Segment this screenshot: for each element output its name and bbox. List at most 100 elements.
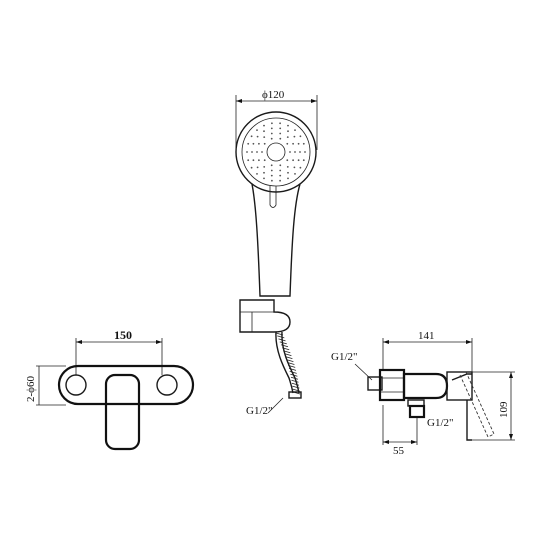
valve-nut: [378, 368, 406, 402]
nozzle-dot: [297, 159, 300, 162]
nozzle-dot: [263, 124, 265, 127]
wall-bracket: [239, 299, 291, 333]
hose-ring: [290, 373, 298, 377]
nozzle-dot: [286, 136, 289, 139]
nozzle-dot: [263, 130, 265, 133]
nozzle-dot: [271, 122, 273, 125]
hose-ring: [286, 359, 294, 362]
hose-ring: [291, 379, 299, 383]
hose-ring: [285, 356, 293, 359]
nozzle-dot: [279, 132, 282, 135]
nozzle-dot: [270, 169, 273, 172]
nozzle-dot: [302, 142, 305, 145]
showerhead-outer: [235, 111, 317, 193]
holes-label: 2-ϕ60: [25, 376, 37, 402]
nozzle-dot: [286, 142, 289, 145]
nozzle-dot: [294, 173, 296, 175]
nozzle-dot: [256, 129, 258, 132]
mixer-front-view: 150 2-ϕ60: [25, 328, 195, 451]
hose-ring: [278, 338, 286, 342]
nozzle-pattern: [246, 122, 306, 182]
hose-thread-label: G1/2": [246, 405, 273, 417]
right-escutcheon: [156, 374, 178, 396]
valve-body: [402, 372, 449, 400]
arrow-bottom: [509, 434, 513, 440]
nozzle-dot: [263, 142, 266, 145]
nozzle-dot: [263, 166, 266, 168]
nozzle-dot: [256, 173, 258, 175]
nozzle-dot: [292, 159, 294, 162]
nozzle-dot: [258, 159, 260, 162]
hose-ring: [277, 335, 285, 339]
nozzle-dot: [270, 132, 273, 135]
hose-ring: [282, 347, 290, 351]
nozzle-dot: [270, 137, 273, 140]
arrow-right: [466, 340, 472, 344]
nozzle-dot: [263, 136, 266, 139]
shower-hose: [275, 331, 294, 394]
hose-ring: [288, 368, 297, 371]
nozzle-dot: [287, 124, 289, 127]
hose-ring: [288, 365, 296, 368]
nozzle-dot: [293, 135, 296, 138]
nozzle-dot: [279, 179, 281, 182]
hose-ring: [287, 362, 295, 365]
nozzle-dot: [270, 164, 273, 167]
arrow-left: [236, 99, 242, 103]
lever-side: [466, 400, 472, 441]
nozzle-dot: [299, 151, 301, 153]
nozzle-dot: [289, 151, 291, 153]
nozzle-dot: [294, 129, 296, 132]
arrow-right: [411, 440, 417, 444]
nozzle-dot: [304, 151, 306, 153]
height-label: 109: [498, 401, 510, 418]
arrow-left: [76, 340, 82, 344]
arrow-left: [383, 440, 389, 444]
nozzle-dot: [279, 127, 282, 130]
nozzle-dot: [279, 169, 282, 172]
nozzle-dot: [302, 159, 305, 162]
nozzle-dot: [247, 142, 250, 145]
nozzle-dot: [279, 174, 282, 177]
arrow-left: [383, 340, 389, 344]
nozzle-dot: [299, 166, 302, 169]
nozzle-dot: [256, 151, 258, 153]
nozzle-dot: [252, 142, 255, 145]
nozzle-dot: [270, 174, 273, 177]
hand-shower: ϕ120 G1/2": [235, 89, 318, 417]
offset-label: 55: [393, 445, 405, 457]
nozzle-dot: [246, 151, 248, 153]
hose-nut: [288, 391, 302, 399]
nozzle-dot: [270, 127, 273, 130]
nozzle-dot: [261, 151, 263, 153]
hose-ring: [275, 332, 284, 336]
nozzle-dot: [251, 151, 253, 153]
nozzle-dot: [263, 177, 265, 180]
depth-label: 141: [418, 330, 435, 342]
hose-ring: [283, 350, 291, 354]
nozzle-dot: [279, 137, 282, 140]
nozzle-dot: [247, 159, 250, 162]
nozzle-dot: [258, 142, 260, 145]
nozzle-dot: [299, 135, 302, 138]
outlet-fitting: [408, 404, 426, 419]
center-nozzle: [266, 142, 286, 162]
hose-ring: [290, 376, 299, 380]
lever-open-position: [459, 371, 495, 438]
nozzle-dot: [286, 159, 289, 162]
nozzle-dot: [287, 171, 289, 174]
nozzle-dot: [287, 177, 289, 180]
mixer-body: [57, 364, 195, 406]
arrow-right: [156, 340, 162, 344]
nozzle-dot: [293, 166, 296, 169]
mixer-lever: [104, 373, 141, 451]
mixer-side-view: 141 G1/2" G1/2" 55 109: [331, 330, 515, 457]
hose-ring: [292, 385, 300, 389]
outlet-thread-label: G1/2": [427, 417, 454, 429]
nozzle-dot: [292, 142, 294, 145]
wall-plate: [446, 371, 473, 401]
left-escutcheon: [65, 374, 87, 396]
inlet-thread-label: G1/2": [331, 351, 358, 363]
